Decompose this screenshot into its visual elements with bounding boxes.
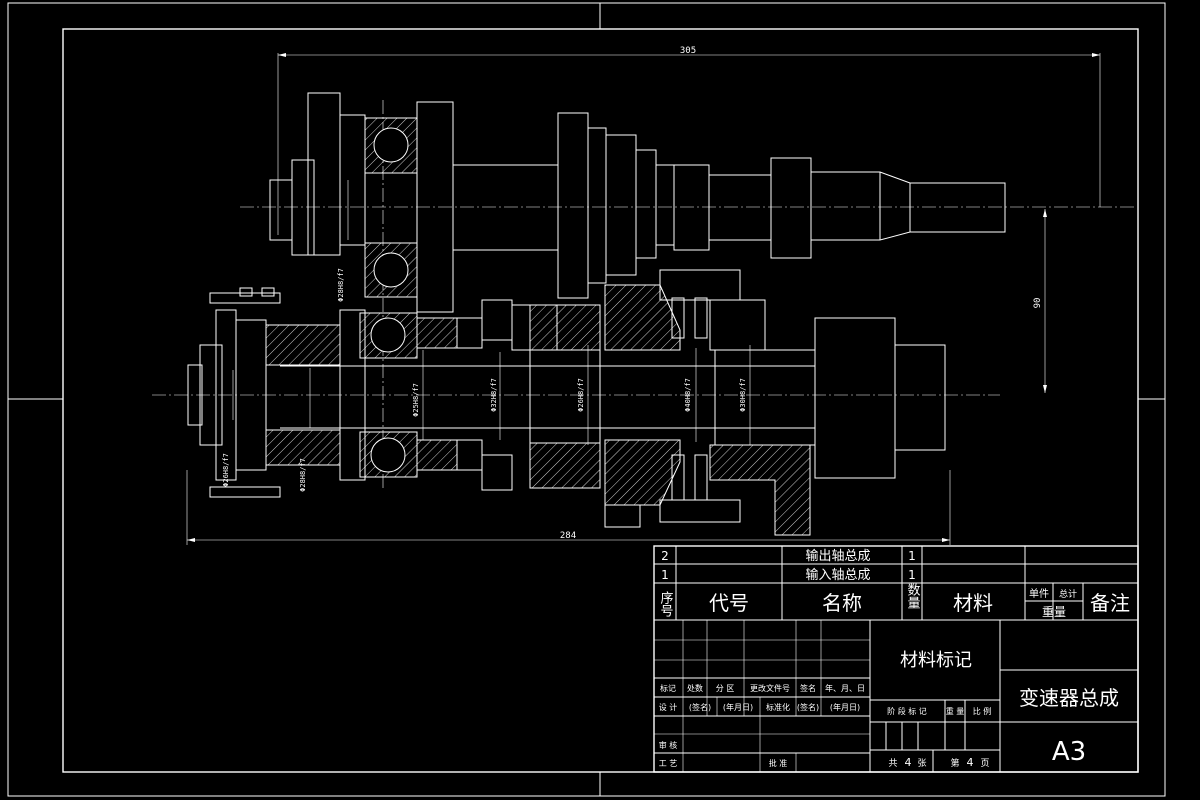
- output-shaft-assembly: [269, 92, 1006, 313]
- design-label: (年月日): [830, 702, 860, 712]
- part-no: 1: [661, 568, 669, 582]
- sheets-total-label: 共: [888, 758, 897, 769]
- rev-label: 更改文件号: [750, 683, 790, 693]
- rev-label: 处数: [687, 683, 703, 693]
- dim-center-distance: 90: [1033, 298, 1043, 309]
- fit-label: Φ25H8/f7: [412, 383, 420, 417]
- header-total-weight: 总计: [1059, 588, 1077, 600]
- approve-label: 批 准: [769, 758, 788, 768]
- header-material: 材料: [953, 591, 993, 615]
- drawing-title: 变速器总成: [1019, 686, 1119, 710]
- title-block-texts: 2 输出轴总成 1 1 输入轴总成 1 序号 代号 名称 数量 材料 单件 总计…: [658, 548, 1131, 769]
- part-no: 2: [661, 549, 669, 563]
- sheets-this: 4: [967, 756, 974, 769]
- process-label: 工 艺: [659, 759, 678, 768]
- sheet-border: [7, 2, 1166, 797]
- sheets-total: 4: [905, 756, 912, 769]
- header-qty: 数量: [905, 583, 921, 609]
- rev-label: 标记: [660, 683, 676, 693]
- fit-label: Φ26H8/f7: [222, 453, 230, 487]
- sheets-this-unit: 页: [980, 758, 989, 769]
- fit-label: Φ28H8/f7: [337, 268, 345, 302]
- header-weight: 重量: [1042, 605, 1066, 619]
- rev-label: 签名: [800, 683, 816, 693]
- part-qty: 1: [908, 549, 916, 563]
- part-qty: 1: [908, 568, 916, 582]
- stage-label: 比 例: [973, 706, 992, 716]
- fit-label: Φ32H8/f7: [490, 378, 498, 412]
- fit-label: Φ26H8/f7: [577, 378, 585, 412]
- fit-label: Φ30H8/f7: [739, 378, 747, 412]
- sheets-total-unit: 张: [917, 758, 926, 769]
- sheets-this-label: 第: [950, 757, 959, 769]
- design-label: (签名): [797, 702, 819, 712]
- review-label: 审 核: [659, 740, 678, 750]
- sheet-size: A3: [1052, 737, 1086, 767]
- design-label: 设 计: [659, 702, 678, 712]
- title-block: [653, 545, 1139, 773]
- header-seq: 序号: [658, 591, 674, 617]
- header-unit-weight: 单件: [1029, 588, 1049, 600]
- header-name: 名称: [822, 591, 862, 615]
- dim-overall-bottom: 284: [560, 531, 576, 541]
- part-name: 输入轴总成: [805, 567, 870, 583]
- stage-label: 重 量: [946, 706, 965, 716]
- fit-label: Φ40H8/f7: [684, 378, 692, 412]
- dim-overall-top: 305: [680, 46, 696, 56]
- dimension-lines: [186, 53, 1101, 545]
- input-shaft-assembly: [187, 269, 946, 536]
- design-label: 标准化: [766, 702, 790, 712]
- header-remark: 备注: [1090, 591, 1130, 615]
- design-label: (签名): [689, 702, 711, 712]
- header-code: 代号: [709, 591, 749, 615]
- stage-label: 阶 段 标 记: [887, 706, 927, 716]
- design-label: (年月日): [723, 702, 753, 712]
- material-mark: 材料标记: [900, 650, 972, 671]
- dimension-texts: 305 284 90 Φ28H8/f7 Φ26H8/f7 Φ28H8/f7 Φ2…: [222, 46, 1043, 541]
- fit-label: Φ28H8/f7: [299, 458, 307, 492]
- part-name: 输出轴总成: [805, 548, 870, 564]
- rev-label: 分 区: [716, 684, 735, 693]
- rev-label: 年、月、日: [825, 683, 865, 693]
